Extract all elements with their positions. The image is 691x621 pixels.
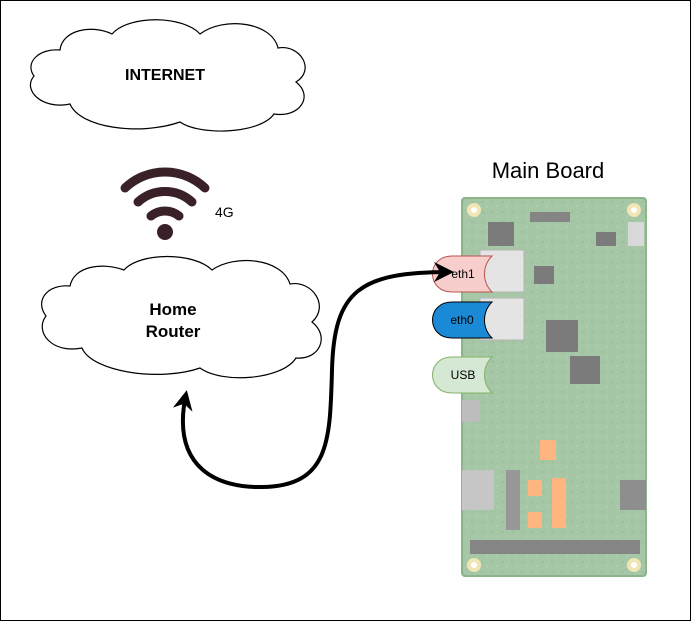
board-title: Main Board bbox=[492, 158, 605, 183]
port-usb: USB bbox=[432, 356, 494, 394]
port-usb-label: USB bbox=[451, 368, 476, 382]
router-label-line2: Router bbox=[146, 322, 201, 341]
main-board-image bbox=[461, 197, 647, 577]
port-eth0-label: eth0 bbox=[450, 313, 474, 327]
router-cloud: Home Router bbox=[41, 256, 322, 379]
port-eth1-label: eth1 bbox=[451, 267, 475, 281]
wifi-icon bbox=[120, 167, 210, 240]
connection-arrow bbox=[172, 262, 454, 490]
wireless-label: 4G bbox=[215, 204, 234, 220]
internet-label: INTERNET bbox=[125, 67, 205, 84]
port-eth0: eth0 bbox=[432, 301, 494, 339]
router-label-line1: Home bbox=[149, 300, 196, 319]
internet-cloud: INTERNET bbox=[29, 19, 306, 132]
